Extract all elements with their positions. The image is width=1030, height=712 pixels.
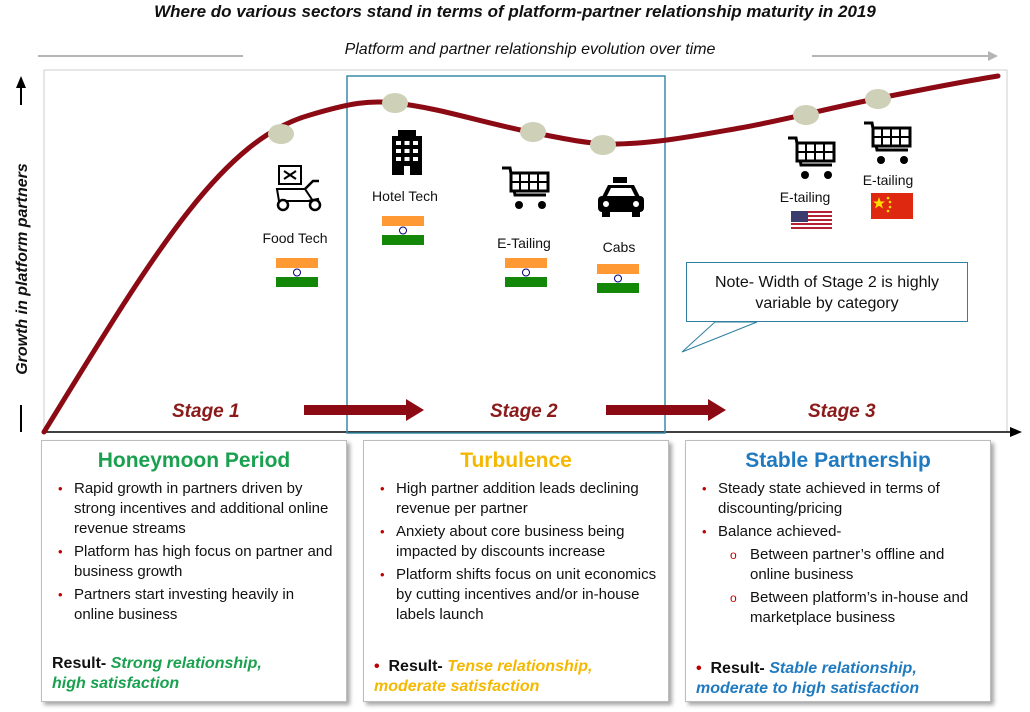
stable-bullets: •Steady state achieved in terms of disco… [696,479,980,628]
curve-dot-hotel-tech [382,93,408,113]
sector-label-etailing-china: E-tailing [862,172,914,188]
curve-dot-cabs [590,135,616,155]
note-callout-tail [681,321,758,353]
honeymoon-title: Honeymoon Period [97,449,291,472]
usa-flag [791,211,832,231]
india-flag [382,216,424,245]
timeline-arrowhead [988,51,998,61]
list-item: •Platform has high focus on partner and … [58,543,333,580]
sector-label-etailing-usa: E-tailing [779,189,831,205]
list-item: •Balance achieved- [702,523,842,540]
y-axis-arrowhead [16,76,26,88]
list-item: •Steady state achieved in terms of disco… [702,480,940,517]
stable-panel: Stable Partnership •Steady state achieve… [685,440,991,702]
honeymoon-bullets: •Rapid growth in partners driven by stro… [52,479,336,625]
turbulence-title: Turbulence [460,449,572,472]
scooter-delivery-icon [275,165,322,212]
stage-3-label: Stage 3 [808,401,876,422]
note-callout: Note- Width of Stage 2 is highly variabl… [686,262,968,322]
x-axis-arrowhead [1010,427,1022,437]
stage-arrow-1-2 [304,399,424,421]
india-flag [505,258,547,287]
list-item: •Partners start investing heavily in onl… [58,586,295,623]
india-flag [597,264,639,293]
maturity-diagram [16,51,1022,437]
honeymoon-result: Result- Strong relationship, high satisf… [52,655,262,692]
subtitle: Platform and partner relationship evolut… [344,41,716,58]
turbulence-bullets: •High partner addition leads declining r… [374,479,658,625]
india-flag [276,258,318,287]
turbulence-panel: Turbulence •High partner addition leads … [363,440,669,702]
curve-dot-food-tech [268,124,294,144]
list-item: •High partner addition leads declining r… [380,480,639,517]
shopping-cart-icon [788,136,836,179]
curve-dot-etailing-india [520,122,546,142]
building-icon [392,130,422,175]
y-axis-label: Growth in platform partners [14,163,31,375]
honeymoon-panel: Honeymoon Period •Rapid growth in partne… [41,440,347,702]
sector-label-hotel-tech: Hotel Tech [372,188,438,204]
curve-dot-etailing-usa [793,105,819,125]
curve-dot-etailing-china [865,89,891,109]
stage2-box [346,75,666,434]
list-item: •Anxiety about core business being impac… [380,523,625,560]
list-item: •Rapid growth in partners driven by stro… [58,480,329,537]
list-item: •Platform shifts focus on unit economics… [380,566,657,623]
sector-label-cabs: Cabs [602,239,636,255]
stage-1-label: Stage 1 [172,401,240,422]
page-title: Where do various sectors stand in terms … [154,2,876,21]
shopping-cart-icon [864,121,912,164]
stage-2-label: Stage 2 [490,401,558,422]
stage-arrow-2-3 [606,399,726,421]
stable-result: • Result- Stable relationship, moderate … [696,660,920,697]
shopping-cart-icon [502,166,550,209]
turbulence-result: • Result- Tense relationship, moderate s… [374,658,593,695]
sector-label-food-tech: Food Tech [262,230,328,246]
car-icon [598,177,644,217]
stable-title: Stable Partnership [745,449,931,472]
sector-label-etailing-india: E-Tailing [497,235,551,251]
china-flag [871,193,913,219]
